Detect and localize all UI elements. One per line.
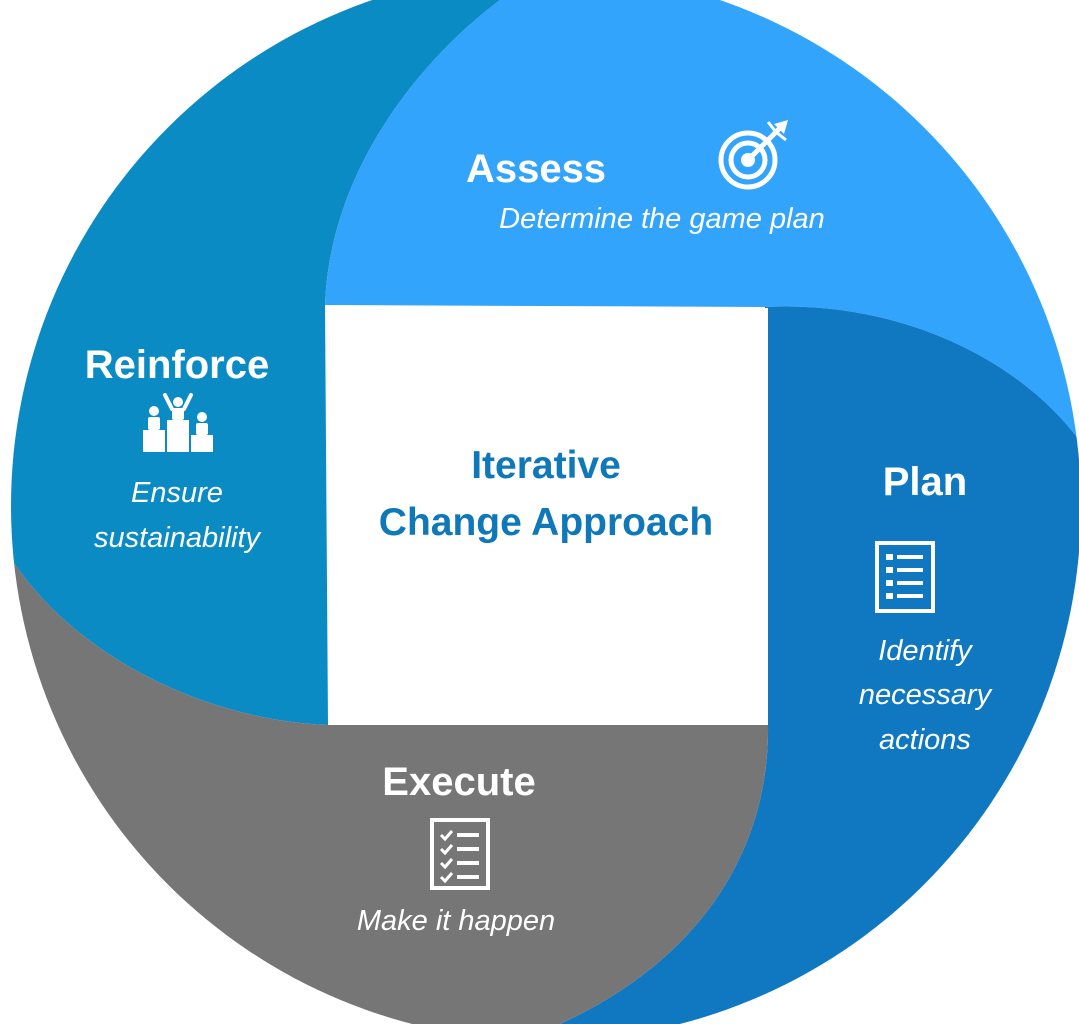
- plan-description-line2: necessary: [859, 679, 993, 711]
- checklist-icon: [430, 818, 490, 890]
- reinforce-segment: [11, 0, 500, 725]
- center-square: [328, 308, 768, 725]
- assess-description: Determine the game plan: [499, 203, 825, 235]
- reinforce-description-line1: Ensure: [131, 477, 223, 509]
- center-title-line1: Iterative: [471, 444, 621, 487]
- target-icon: [718, 120, 788, 190]
- list-document-icon: [875, 541, 935, 613]
- assess-segment: [325, 0, 1079, 440]
- center-title-line2: Change Approach: [379, 501, 713, 544]
- reinforce-description-line2: sustainability: [94, 522, 262, 554]
- assess-title: Assess: [466, 147, 606, 191]
- plan-title: Plan: [883, 460, 967, 504]
- reinforce-title: Reinforce: [85, 343, 270, 387]
- execute-segment: [11, 540, 769, 1024]
- podium-icon: [143, 393, 213, 452]
- execute-description: Make it happen: [357, 905, 555, 937]
- plan-description-line1: Identify: [878, 635, 973, 667]
- execute-title: Execute: [382, 760, 535, 804]
- plan-description-line3: actions: [879, 724, 971, 756]
- plan-segment: [560, 306, 1079, 1024]
